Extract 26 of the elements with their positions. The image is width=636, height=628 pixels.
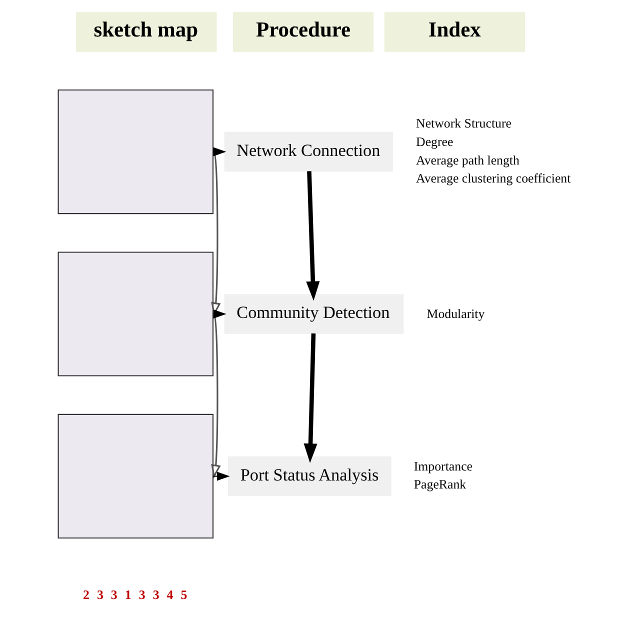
- label: 3: [152, 588, 160, 602]
- label: 5: [180, 588, 188, 602]
- node-label: Degree: [416, 134, 454, 149]
- node-box: sketch map: [76, 12, 217, 52]
- label: 4: [166, 588, 174, 602]
- arrow: [306, 171, 320, 301]
- label: 3: [138, 588, 146, 602]
- label: 3: [96, 588, 104, 602]
- arrow: [213, 147, 226, 156]
- node-label: Network Structure: [416, 116, 512, 131]
- label: 3: [110, 588, 118, 602]
- node-box: Port Status Analysis: [228, 456, 392, 496]
- node-label: Modularity: [426, 306, 485, 321]
- node-box: [58, 414, 214, 539]
- node-box: Network Connection: [224, 132, 393, 172]
- label: 1: [124, 588, 132, 602]
- node-label: Average clustering coefficient: [416, 172, 571, 186]
- label: 2: [83, 588, 90, 602]
- node-box: Procedure: [232, 12, 374, 52]
- arrow: [213, 472, 230, 481]
- node-box: Index: [384, 12, 526, 52]
- node-label: Average path length: [416, 153, 520, 168]
- arrow: [304, 333, 318, 463]
- node-label: Importance: [414, 459, 473, 474]
- node-label: PageRank: [414, 478, 466, 492]
- node-box: Community Detection: [224, 294, 404, 334]
